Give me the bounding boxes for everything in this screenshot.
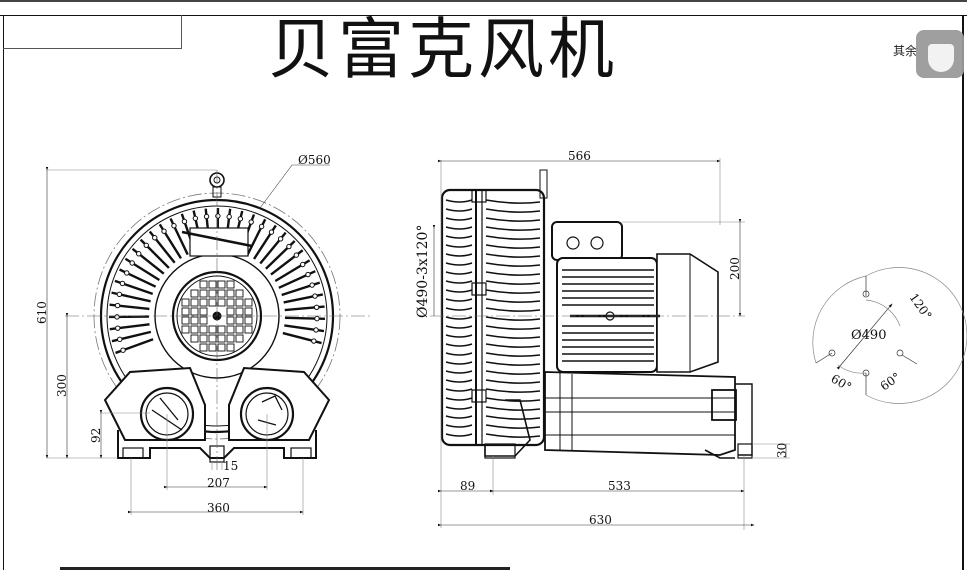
silencer-body — [544, 371, 736, 456]
frame-right-border — [962, 15, 964, 570]
dim-outer-diameter: Ø560 — [298, 153, 331, 167]
blower-housing — [440, 188, 546, 447]
terminal-box — [551, 221, 623, 261]
dim-total-height: 610 — [35, 301, 49, 324]
dim-center-offset: 15 — [223, 459, 238, 473]
dim-port-height: 92 — [89, 428, 103, 443]
frame-inner-border — [0, 15, 967, 16]
bolt-diameter-label: Ø490 — [851, 328, 886, 343]
dim-port-spacing: 207 — [207, 476, 230, 490]
side-view-dimensions — [432, 158, 790, 530]
fan-grille — [181, 280, 253, 352]
side-fins — [445, 199, 541, 438]
usb-drive-icon — [928, 44, 954, 72]
dim-front-offset: 89 — [460, 479, 475, 493]
usb-drive-overlay-button[interactable] — [916, 30, 964, 78]
dim-center-height: 300 — [55, 374, 69, 397]
dim-terminal-box-height: 200 — [728, 257, 742, 280]
dim-foot-spacing: 360 — [207, 501, 230, 515]
terminal-plate — [189, 227, 249, 257]
bottom-border-line — [60, 567, 510, 570]
motor-fan-cover — [656, 253, 719, 373]
surface-finish-note: 其余 — [893, 42, 917, 59]
drawing-title: 贝富克风机 — [268, 11, 618, 88]
frame-top-border — [0, 0, 967, 2]
front-foot — [484, 443, 516, 459]
front-view-dimensions — [45, 164, 330, 515]
front-view — [65, 170, 370, 470]
bolt-angle-right: 60° — [878, 370, 903, 394]
motor-fins — [562, 269, 654, 362]
bolt-angle-left: 60° — [829, 371, 854, 394]
bolt-angle-top: 120° — [907, 291, 935, 323]
dim-total-length: 630 — [589, 513, 612, 527]
dim-bolt-circle: Ø490-3x120° — [415, 225, 431, 318]
cooling-fins — [108, 207, 325, 355]
side-view — [430, 169, 753, 459]
lifting-lug — [539, 169, 548, 199]
left-port-flange — [103, 366, 206, 441]
frame-left-border — [3, 15, 4, 570]
rear-foot — [737, 443, 753, 459]
title-block-box — [3, 15, 182, 49]
dim-foot-height: 30 — [775, 443, 789, 458]
note-text: 其余 — [893, 44, 918, 58]
dim-foot-length: 533 — [608, 479, 631, 493]
dim-blower-length: 566 — [568, 149, 591, 163]
